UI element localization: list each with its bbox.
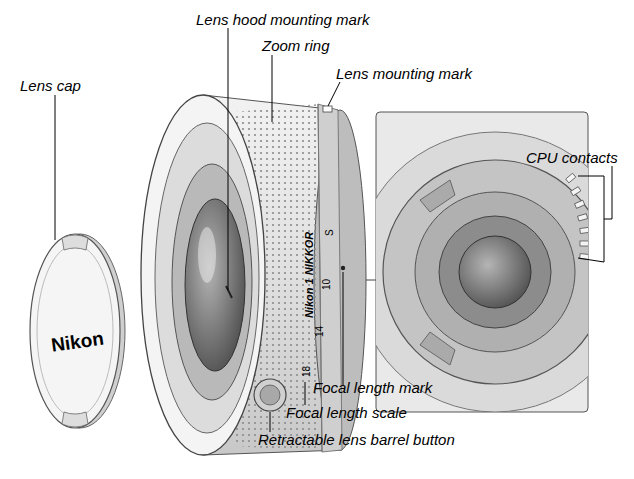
- part-label: Focal length mark: [313, 380, 432, 395]
- part-label: Focal length scale: [286, 405, 407, 420]
- part-label: Lens hood mounting mark: [196, 12, 369, 27]
- scale-number: S: [325, 229, 335, 236]
- part-label: Lens cap: [20, 78, 81, 93]
- scale-number: 14: [315, 326, 325, 337]
- part-label: CPU contacts: [526, 150, 618, 165]
- part-label: Lens mounting mark: [336, 66, 472, 81]
- leader-lines: [55, 28, 612, 432]
- part-label: Retractable lens barrel button: [258, 432, 455, 447]
- part-label: Zoom ring: [262, 38, 330, 53]
- scale-number: 18: [302, 366, 312, 377]
- lens-name: Nikon 1 NIKKOR: [304, 232, 315, 318]
- lens-cap-drawing: [30, 234, 125, 428]
- scale-number: 10: [322, 279, 332, 290]
- lens-mount-rear-view: [355, 112, 634, 412]
